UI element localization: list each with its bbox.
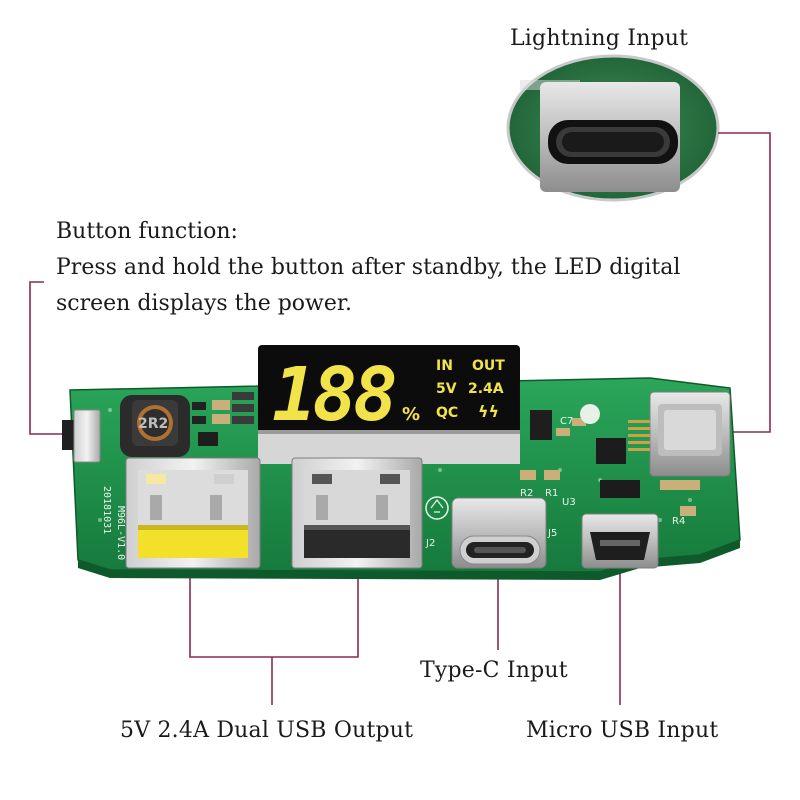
inductor-marking-text: 2R2 — [138, 416, 168, 432]
board-j2-text: J2 — [425, 538, 435, 549]
board-model-text: M96L-V1.0 — [115, 506, 126, 560]
micro-usb-input-port[interactable] — [581, 513, 659, 569]
button-callout-line — [29, 281, 64, 435]
board-j5-text: J5 — [547, 528, 557, 539]
led-digital-display: 188 % IN OUT 5V 2.4A QC ϟϟ — [258, 345, 520, 464]
micro-usb-input-label: Micro USB Input — [526, 718, 719, 743]
typec-input-port[interactable] — [451, 497, 547, 569]
display-volt-label: 5V — [436, 381, 457, 397]
display-out-label: OUT — [472, 358, 505, 374]
dual-usb-output-label: 5V 2.4A Dual USB Output — [120, 718, 414, 743]
button-function-text: Button function: Press and hold the butt… — [56, 214, 680, 322]
lightning-input-port[interactable] — [628, 391, 731, 477]
board-date-text: 20181031 — [101, 486, 112, 534]
lightning-zoom-inset — [506, 54, 720, 202]
inductor-component: 2R2 — [120, 395, 190, 457]
lightning-input-label: Lightning Input — [510, 26, 689, 51]
display-digits: 188 — [272, 352, 395, 438]
usb-output-port-black[interactable] — [291, 457, 423, 569]
display-qc-label: QC — [436, 405, 458, 421]
board-r2-text: R2 — [520, 488, 533, 499]
board-r4-text: R4 — [672, 516, 685, 527]
button-function-line2: screen displays the power. — [56, 291, 352, 316]
display-percent: % — [402, 404, 420, 425]
display-in-label: IN — [436, 358, 453, 374]
lightning-callout-line — [718, 132, 771, 433]
callout-lines — [29, 132, 771, 705]
board-c7-text: C7 — [560, 416, 573, 427]
button-function-line1: Press and hold the button after standby,… — [56, 255, 681, 280]
smd-components — [192, 392, 700, 516]
display-amp-label: 2.4A — [468, 381, 504, 397]
dual-usb-callout-line — [189, 560, 359, 658]
board-logo-icon — [425, 496, 449, 520]
display-bolt-icon: ϟϟ — [478, 402, 499, 421]
usb-output-port-yellow[interactable] — [125, 457, 261, 569]
button-function-title: Button function: — [56, 219, 238, 244]
side-push-button[interactable] — [62, 409, 101, 463]
board-r1-text: R1 — [545, 488, 558, 499]
typec-input-label: Type-C Input — [420, 658, 568, 683]
board-u3-text: U3 — [562, 497, 576, 508]
